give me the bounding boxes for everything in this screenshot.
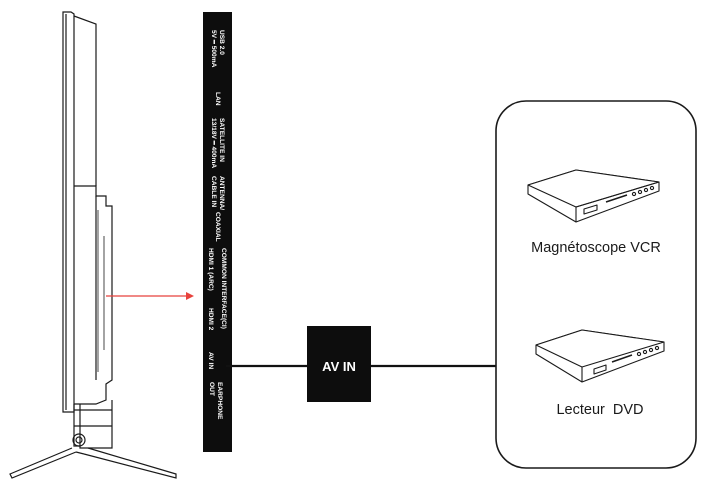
port-antenna: ANTENNA/ CABLE IN xyxy=(210,176,225,210)
port-hdmi2-label: HDMI 2 xyxy=(207,308,214,331)
port-earphone-sublabel: OUT xyxy=(208,382,215,396)
port-av-in: AV IN xyxy=(207,352,214,369)
port-lan-label: LAN xyxy=(214,92,221,106)
tv-connector-panel xyxy=(203,12,232,452)
av-in-connector-label: AV IN xyxy=(322,359,356,374)
vcr-device-icon xyxy=(527,169,660,223)
port-usb-sublabel: 5V ━ 500mA xyxy=(210,30,217,68)
port-usb: USB 2.0 5V ━ 500mA xyxy=(210,30,225,68)
port-earphone: EARPHONE OUT xyxy=(208,382,223,420)
port-satellite-sublabel: 13/18V ━ 400mA xyxy=(210,118,217,168)
port-ci-hdmi1: COMMON INTERFACE(CI) HDMI 1 (ARC) xyxy=(207,248,227,329)
tv-side-view xyxy=(9,11,177,479)
port-antenna-label: ANTENNA/ xyxy=(218,176,225,210)
vcr-caption: Magnétoscope VCR xyxy=(531,240,661,256)
port-coaxial-label: COAXIAL xyxy=(214,212,221,242)
port-usb-label: USB 2.0 xyxy=(218,30,225,55)
port-av-in-label: AV IN xyxy=(207,352,214,369)
av-in-connector-block xyxy=(307,326,371,402)
pointer-arrow xyxy=(106,292,194,300)
port-coaxial: COAXIAL xyxy=(214,212,221,242)
port-earphone-label: EARPHONE xyxy=(216,382,223,420)
av-in-connector: AV IN xyxy=(307,326,371,402)
port-hdmi2: HDMI 2 xyxy=(207,308,214,331)
port-satellite: SATELLITE IN 13/18V ━ 400mA xyxy=(210,118,225,168)
port-antenna-sublabel: CABLE IN xyxy=(210,176,217,207)
port-lan: LAN xyxy=(214,92,221,106)
port-hdmi1-label: HDMI 1 (ARC) xyxy=(207,248,214,291)
dvd-caption: Lecteur DVD xyxy=(556,402,643,418)
port-satellite-label: SATELLITE IN xyxy=(218,118,225,162)
port-ci-label: COMMON INTERFACE(CI) xyxy=(220,248,227,329)
dvd-device-icon xyxy=(535,329,665,383)
